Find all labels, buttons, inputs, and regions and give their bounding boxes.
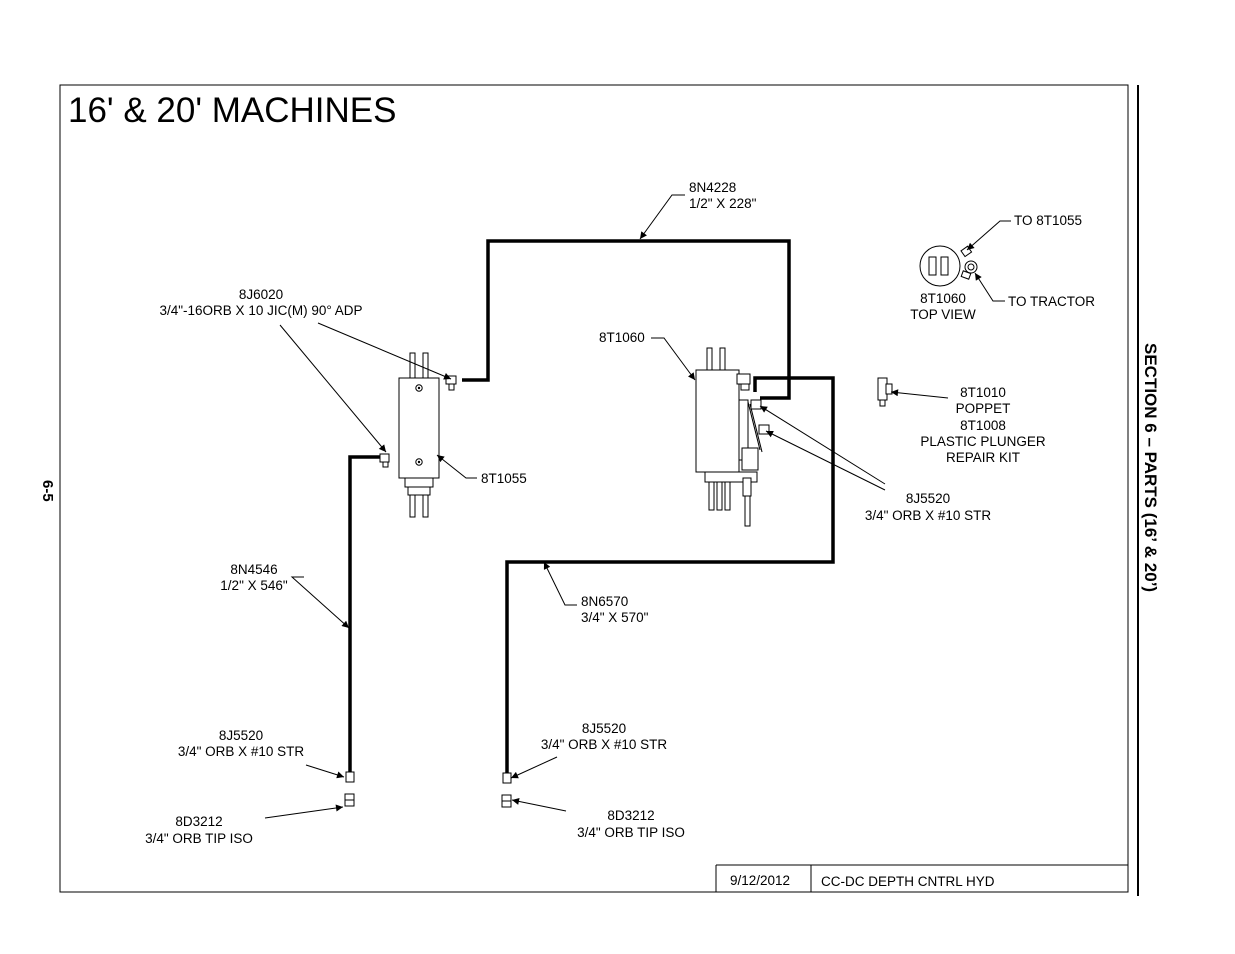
- fittings-bottom-middle: [501, 772, 512, 808]
- callout-poppet: 8T1010 POPPET 8T1008 PLASTIC PLUNGER REP…: [920, 385, 1046, 465]
- page-number: 6-5: [39, 480, 56, 502]
- callout-description: 3/4" ORB TIP ISO: [145, 831, 253, 846]
- callout-adapter-8j6020: 8J6020 3/4"-16ORB X 10 JIC(M) 90° ADP: [159, 287, 362, 318]
- callout-kit-description: PLASTIC PLUNGER: [920, 434, 1046, 449]
- callout-hose-8n6570: 8N6570 3/4" X 570": [581, 594, 649, 625]
- callout-description: 3/4" X 570": [581, 610, 649, 625]
- callout-part-number: 8T1010: [960, 385, 1006, 400]
- callout-fitting-8j5520-bottom-middle: 8J5520 3/4" ORB X #10 STR: [541, 721, 668, 752]
- callout-part-number: 8N4228: [689, 180, 736, 195]
- title-block-date: 9/12/2012: [730, 873, 790, 888]
- callout-part-number: 8N4546: [230, 562, 277, 577]
- hose-8n4228: [462, 239, 791, 400]
- callout-description: TOP VIEW: [910, 307, 976, 322]
- callout-description: POPPET: [956, 401, 1011, 416]
- callout-description: 1/2" X 546": [220, 578, 288, 593]
- callout-fitting-8j5520-right: 8J5520 3/4" ORB X #10 STR: [865, 491, 992, 523]
- callout-part-number: 8J6020: [239, 287, 283, 302]
- callout-kit-description: REPAIR KIT: [946, 450, 1020, 465]
- callout-valve-8t1055: 8T1055: [481, 471, 527, 486]
- valve-8t1055: [379, 352, 457, 518]
- hose-8n6570: [505, 376, 835, 773]
- hose-8n4546: [348, 455, 384, 772]
- callout-part-number: 8J5520: [582, 721, 626, 736]
- callout-part-number: 8J5520: [219, 728, 263, 743]
- poppet-8t1010: [877, 377, 893, 407]
- callout-part-number: 8T1060: [920, 291, 966, 306]
- callout-hose-8n4228: 8N4228 1/2" X 228": [689, 180, 757, 211]
- callout-kit-part-number: 8T1008: [960, 418, 1006, 433]
- callout-valve-8t1060: 8T1060: [599, 330, 645, 345]
- callout-part-number: 8D3212: [607, 808, 654, 823]
- section-heading: SECTION 6 – PARTS (16’ & 20’): [1141, 343, 1160, 592]
- callout-part-number: 8D3212: [175, 814, 222, 829]
- callout-description: 3/4" ORB X #10 STR: [865, 508, 992, 523]
- callout-tip-8d3212-bottom-middle: 8D3212 3/4" ORB TIP ISO: [577, 808, 685, 840]
- callout-to-8t1055: TO 8T1055: [1014, 213, 1082, 228]
- callout-hose-8n4546: 8N4546 1/2" X 546": [220, 562, 288, 593]
- callout-description: 3/4" ORB X #10 STR: [541, 737, 668, 752]
- callout-tip-8d3212-bottom-left: 8D3212 3/4" ORB TIP ISO: [145, 814, 253, 846]
- title-block: 9/12/2012 CC-DC DEPTH CNTRL HYD: [715, 864, 1128, 892]
- callout-description: 1/2" X 228": [689, 196, 757, 211]
- valve-top-view: [919, 245, 978, 287]
- leader-lines: [264, 194, 1011, 819]
- drawing-border: [59, 84, 1129, 893]
- page-title: 16' & 20' MACHINES: [68, 91, 396, 130]
- callout-to-tractor: TO TRACTOR: [1008, 294, 1095, 309]
- callout-description: 3/4" ORB X #10 STR: [178, 744, 305, 759]
- title-block-drawing-name: CC-DC DEPTH CNTRL HYD: [821, 874, 995, 889]
- valve-8t1060: [695, 347, 770, 527]
- callout-part-number: 8J5520: [906, 491, 950, 506]
- callout-description: 3/4" ORB TIP ISO: [577, 825, 685, 840]
- callout-part-number: 8N6570: [581, 594, 628, 609]
- callout-top-view: TO 8T1055 TO TRACTOR 8T1060 TOP VIEW: [910, 213, 1095, 322]
- callout-description: 3/4"-16ORB X 10 JIC(M) 90° ADP: [159, 303, 362, 318]
- callout-fitting-8j5520-bottom-left: 8J5520 3/4" ORB X #10 STR: [178, 728, 305, 759]
- fittings-bottom-left: [344, 771, 355, 807]
